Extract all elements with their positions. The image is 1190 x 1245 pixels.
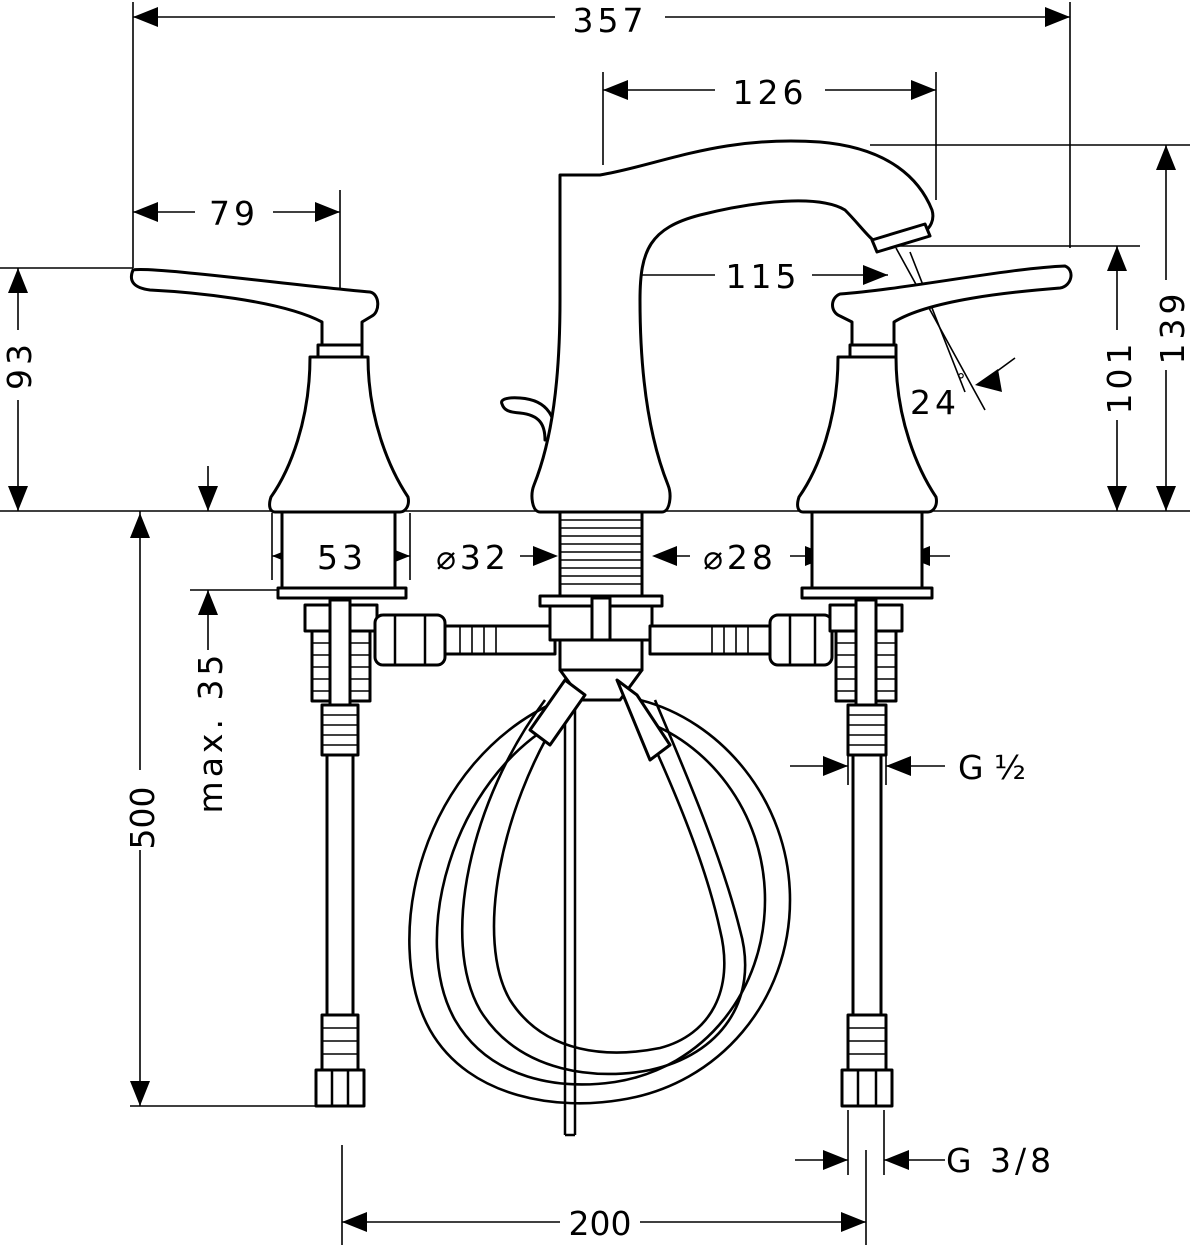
dim-handle-length: 79 bbox=[209, 194, 259, 233]
dim-hose-length: 500 bbox=[123, 787, 162, 850]
right-lever-handle bbox=[831, 264, 1073, 347]
flexible-hose-loops bbox=[408, 690, 792, 1137]
dim-valve-shank-diameter: ⌀28 bbox=[703, 538, 777, 577]
spout-body bbox=[530, 139, 935, 514]
dim-overall-width: 357 bbox=[573, 1, 648, 40]
dim-spout-reach: 126 bbox=[733, 73, 808, 112]
spout-aerator bbox=[870, 222, 932, 254]
dim-max-deck-thickness: max. 35 bbox=[191, 651, 230, 814]
right-cross-connector bbox=[648, 613, 834, 667]
dim-handle-height: 93 bbox=[0, 340, 39, 390]
right-valve-body bbox=[796, 355, 938, 514]
dim-valve-thread: G ½ bbox=[958, 748, 1026, 787]
left-lever-handle bbox=[129, 268, 380, 347]
right-hose-fitting bbox=[615, 678, 672, 762]
left-hose-fitting bbox=[528, 678, 587, 747]
left-cross-connector bbox=[373, 613, 557, 667]
dim-body-diameter: 53 bbox=[317, 538, 367, 577]
dim-centre-spread: 200 bbox=[569, 1204, 632, 1243]
dim-spout-projection: 115 bbox=[726, 257, 801, 296]
dim-spray-angle-unit: ° bbox=[957, 370, 970, 391]
dim-supply-connection: G 3/8 bbox=[946, 1141, 1055, 1180]
dim-spray-angle: 24 bbox=[910, 383, 960, 422]
dim-spout-outlet-height: 101 bbox=[1100, 340, 1139, 415]
left-handle-valve bbox=[129, 268, 410, 1108]
dim-spout-total-height: 139 bbox=[1153, 290, 1190, 365]
left-valve-body bbox=[268, 355, 410, 514]
dim-spout-shank-diameter: ⌀32 bbox=[436, 538, 510, 577]
spout-assembly bbox=[500, 139, 935, 762]
right-handle-valve bbox=[796, 264, 1073, 1108]
